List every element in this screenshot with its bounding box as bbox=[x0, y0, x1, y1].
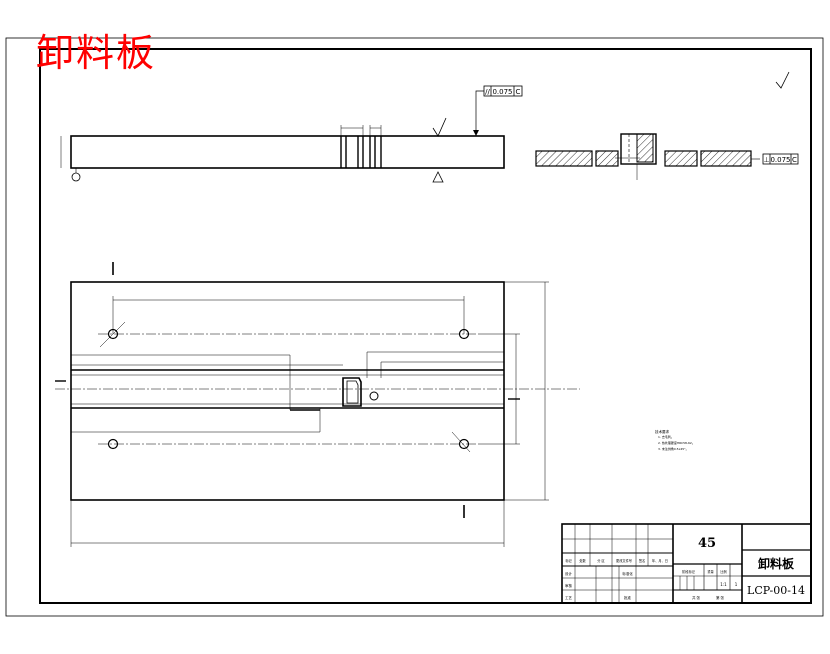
tolerance-value: 0.075 bbox=[770, 156, 790, 164]
role-label: 设计 bbox=[565, 571, 573, 576]
title-block: 45 卸料板 LCP-00-14 1:1 1 共 张 第 张 标记 处数 分 区… bbox=[561, 523, 812, 604]
tolerance-datum: C bbox=[516, 88, 521, 96]
tolerance-frame-perpendicularity: ⊥ 0.075 C bbox=[762, 153, 799, 165]
tolerance-symbol: ⊥ bbox=[763, 156, 769, 164]
scale-label: 1:1 bbox=[720, 582, 727, 587]
section-view bbox=[535, 71, 790, 180]
drawing-number-label: LCP-00-14 bbox=[747, 584, 805, 597]
revision-header: 分 区 bbox=[597, 558, 605, 563]
stage-header: 重量 bbox=[707, 569, 714, 574]
sheet-total: 共 张 bbox=[692, 595, 701, 600]
inner-border bbox=[39, 48, 812, 604]
note-line: 1. 去毛刺。 bbox=[658, 434, 674, 439]
note-line: 3. 未注倒角0.5x45°。 bbox=[658, 446, 689, 451]
extra-label: 批准 bbox=[624, 595, 632, 600]
outer-border bbox=[5, 37, 824, 617]
part-name-label: 卸料板 bbox=[758, 556, 795, 571]
tolerance-datum: C bbox=[792, 156, 797, 164]
revision-header: 更改文件号 bbox=[616, 558, 632, 563]
stage-header: 阶段标记 bbox=[682, 569, 696, 574]
extra-label: 标准化 bbox=[622, 571, 633, 576]
tolerance-frame-parallelism: // 0.075 C bbox=[483, 85, 523, 97]
technical-notes: 技术要求 1. 去毛刺。 2. 热处理硬度HRC58-62。 3. 未注倒角0.… bbox=[655, 429, 695, 451]
revision-header: 处数 bbox=[579, 558, 586, 563]
role-label: 审核 bbox=[565, 583, 573, 588]
revision-header: 签名 bbox=[639, 558, 645, 563]
material-label: 45 bbox=[698, 536, 716, 551]
role-label: 工艺 bbox=[565, 595, 573, 600]
tolerance-value: 0.075 bbox=[492, 88, 512, 96]
notes-title: 技术要求 bbox=[655, 429, 669, 434]
note-line: 2. 热处理硬度HRC58-62。 bbox=[658, 440, 695, 445]
revision-header: 标记 bbox=[565, 558, 572, 563]
revision-header: 年、月、日 bbox=[652, 558, 668, 563]
quantity-label: 1 bbox=[735, 582, 738, 587]
stamp-title: 卸料板 bbox=[36, 31, 157, 75]
tolerance-symbol: // bbox=[485, 88, 490, 96]
sheet-index: 第 张 bbox=[716, 595, 725, 600]
stage-header: 比例 bbox=[720, 569, 726, 574]
side-view bbox=[60, 90, 505, 183]
plan-view bbox=[55, 262, 580, 547]
